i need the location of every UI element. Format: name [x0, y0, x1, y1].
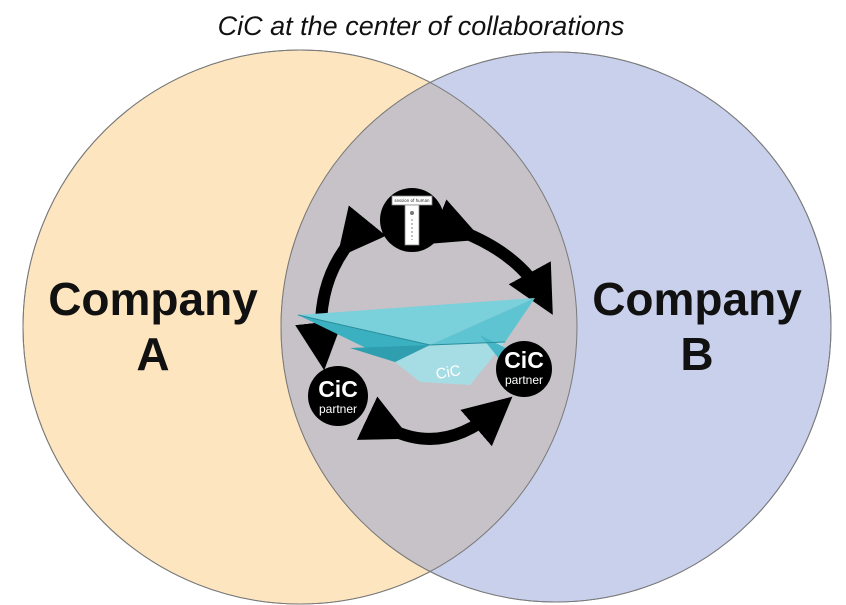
company-a-label-line1: Company: [48, 273, 258, 325]
cycle-arrow-icon: [295, 199, 553, 447]
company-b-label-line1: Company: [592, 273, 802, 325]
plane-label: CiC: [434, 362, 462, 383]
scroll-icon: session of human: [380, 188, 444, 252]
diagram-title: CiC at the center of collaborations: [218, 11, 625, 41]
company-a-label-line2: A: [136, 328, 169, 380]
partner-logo-left: CiC: [318, 376, 358, 402]
partner-badge-left: CiC partner: [308, 366, 368, 426]
company-b-label-line2: B: [680, 328, 713, 380]
paper-plane-icon: CiC: [297, 298, 545, 385]
scroll-caption: session of human: [394, 198, 430, 203]
partner-label-right: partner: [505, 373, 543, 387]
partner-badge-right: CiC partner: [496, 341, 552, 397]
partner-logo-right: CiC: [504, 347, 544, 373]
partner-label-left: partner: [319, 402, 357, 416]
